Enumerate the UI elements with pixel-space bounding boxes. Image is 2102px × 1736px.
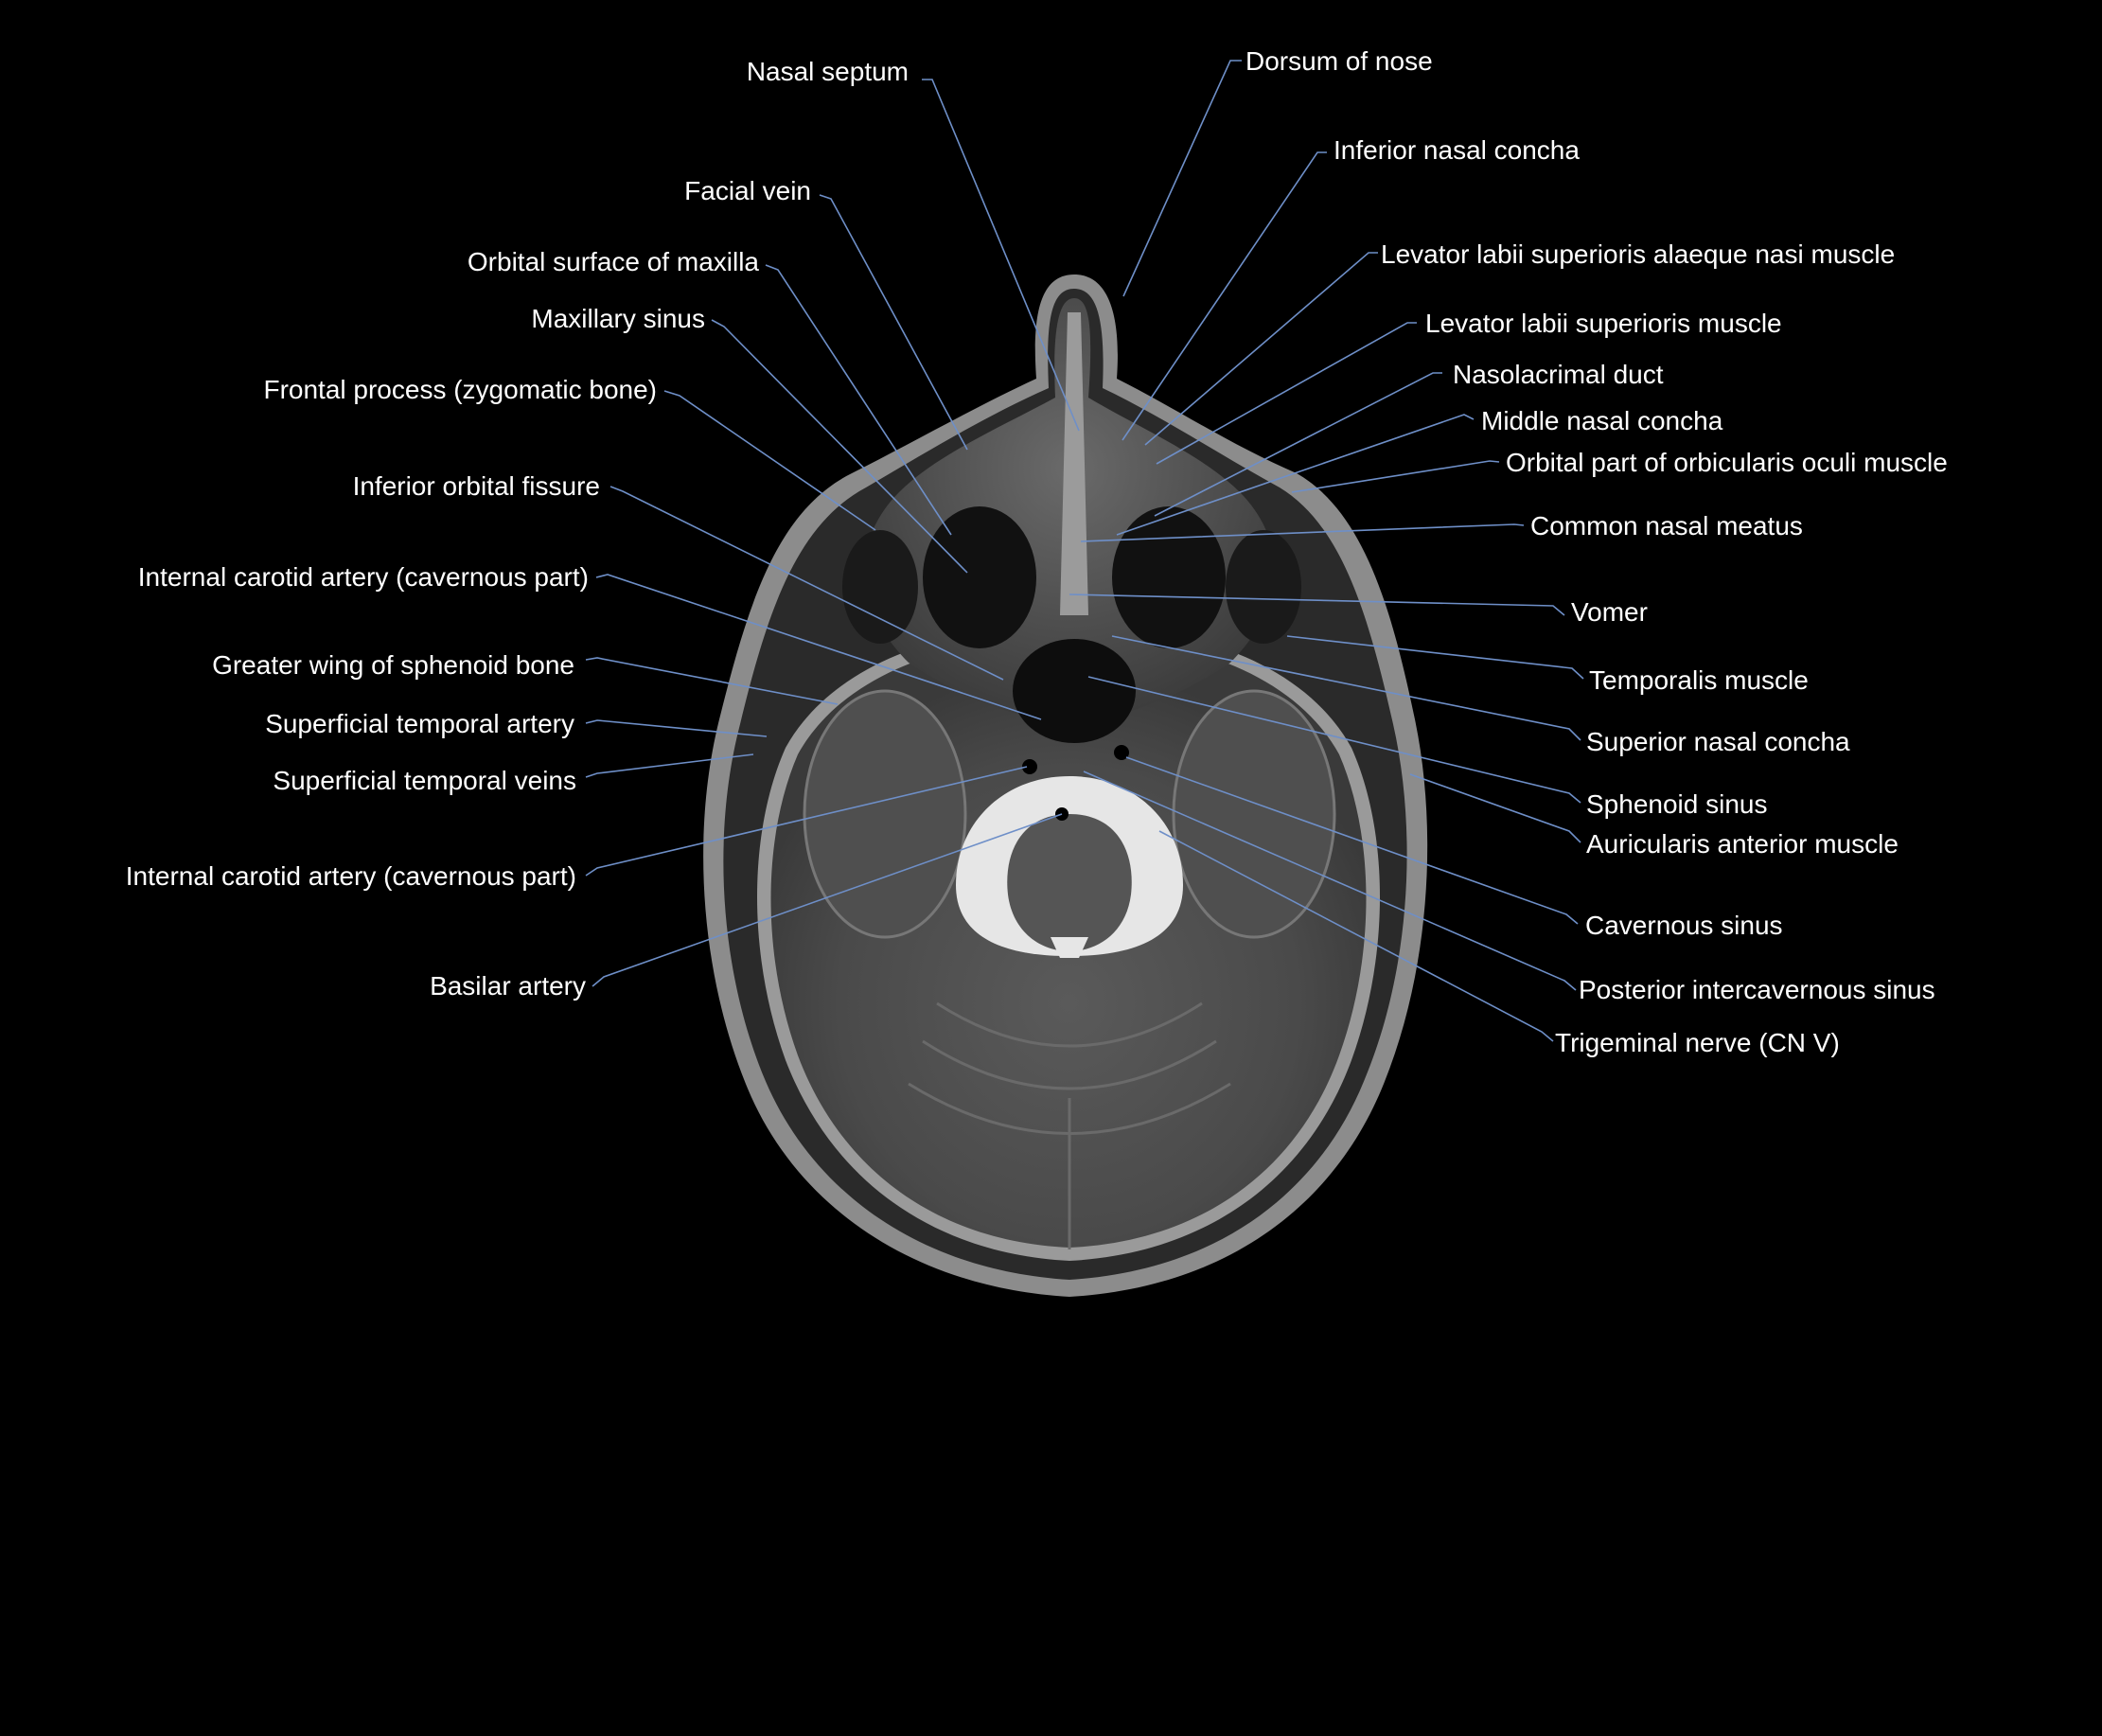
left-labels: Nasal septum Facial vein Orbital surface… xyxy=(126,57,909,1001)
left-ica-flowvoid xyxy=(1022,759,1037,774)
label-maxillary-sinus: Maxillary sinus xyxy=(531,304,705,333)
fourth-ventricle xyxy=(1051,937,1088,958)
label-frontal-process-zygomatic-bone: Frontal process (zygomatic bone) xyxy=(263,375,657,404)
label-dorsum-of-nose: Dorsum of nose xyxy=(1245,46,1433,76)
label-common-nasal-meatus: Common nasal meatus xyxy=(1530,511,1803,540)
label-posterior-intercavernous-sinus: Posterior intercavernous sinus xyxy=(1579,975,1935,1004)
label-facial-vein: Facial vein xyxy=(684,176,811,205)
right-ica-flowvoid xyxy=(1114,745,1129,760)
label-cavernous-sinus: Cavernous sinus xyxy=(1585,911,1783,940)
label-levator-labii-superioris-muscle: Levator labii superioris muscle xyxy=(1425,309,1782,338)
label-internal-carotid-artery-2: Internal carotid artery (cavernous part) xyxy=(126,861,576,891)
label-inferior-nasal-concha: Inferior nasal concha xyxy=(1334,135,1580,165)
label-superior-nasal-concha: Superior nasal concha xyxy=(1586,727,1850,756)
right-maxillary-sinus xyxy=(1112,506,1226,648)
label-nasolacrimal-duct: Nasolacrimal duct xyxy=(1453,360,1664,389)
cerebellum-folia xyxy=(908,1001,1231,1249)
right-temporal-lobe xyxy=(1172,689,1336,939)
label-superficial-temporal-artery: Superficial temporal artery xyxy=(265,709,574,738)
sphenoid-sinus-shape xyxy=(1013,639,1136,743)
left-orbit xyxy=(842,530,918,644)
right-labels: Dorsum of nose Inferior nasal concha Lev… xyxy=(1245,46,1948,1057)
label-trigeminal-nerve-cn-v: Trigeminal nerve (CN V) xyxy=(1555,1028,1840,1057)
nasal-septum-shape xyxy=(1060,312,1088,615)
label-orbital-surface-of-maxilla: Orbital surface of maxilla xyxy=(468,247,760,276)
label-greater-wing-of-sphenoid-bone: Greater wing of sphenoid bone xyxy=(212,650,574,680)
mri-scan-image xyxy=(703,275,1428,1297)
label-auricularis-anterior-muscle: Auricularis anterior muscle xyxy=(1586,829,1899,859)
label-basilar-artery: Basilar artery xyxy=(430,971,586,1001)
left-maxillary-sinus xyxy=(923,506,1036,648)
right-orbit xyxy=(1226,530,1301,644)
leader-lines xyxy=(585,60,1584,1042)
label-orbital-part-of-orbicularis-oculi-muscle: Orbital part of orbicularis oculi muscle xyxy=(1506,448,1948,477)
label-inferior-orbital-fissure: Inferior orbital fissure xyxy=(353,471,600,501)
label-nasal-septum: Nasal septum xyxy=(747,57,909,86)
label-temporalis-muscle: Temporalis muscle xyxy=(1589,665,1809,695)
label-middle-nasal-concha: Middle nasal concha xyxy=(1481,406,1723,435)
label-levator-labii-superioris-alaeque-nasi-muscle: Levator labii superioris alaeque nasi mu… xyxy=(1381,239,1895,269)
label-superficial-temporal-veins: Superficial temporal veins xyxy=(273,766,576,795)
pons xyxy=(1007,814,1132,951)
label-internal-carotid-artery-1: Internal carotid artery (cavernous part) xyxy=(138,562,589,592)
label-vomer: Vomer xyxy=(1571,597,1648,627)
label-sphenoid-sinus: Sphenoid sinus xyxy=(1586,789,1767,819)
left-temporal-lobe xyxy=(803,689,967,939)
